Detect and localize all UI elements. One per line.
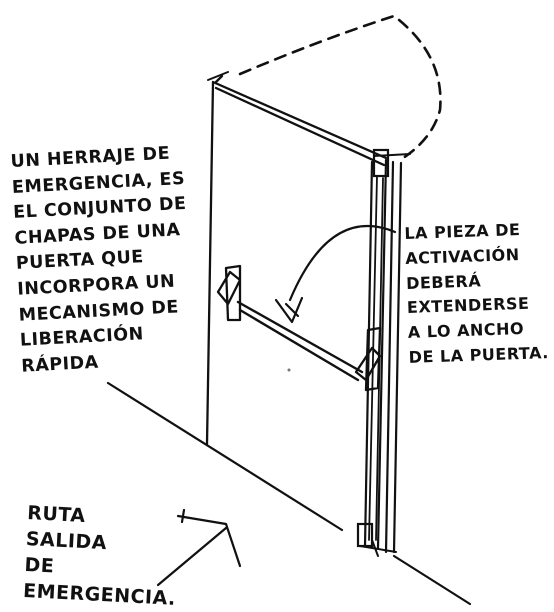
door-leaf (205, 74, 388, 446)
door-swing-arc (238, 14, 442, 162)
note-exit-route: RUTA SALIDA DE EMERGENCIA. (23, 500, 181, 612)
door-mark (287, 368, 291, 372)
note-activation-piece: LA PIEZA DE ACTIVACIÓN DEBERÁ EXTENDERSE… (404, 217, 549, 371)
floor-line-front (106, 381, 344, 532)
note-emergency-hardware: UN HERRAJE DE EMERGENCIA, ES EL CONJUNTO… (10, 141, 195, 380)
note-line: EXTENDERSE (406, 294, 530, 318)
push-bar (236, 300, 364, 382)
callout-arrowhead (274, 296, 304, 324)
hinge-bottom (356, 522, 374, 548)
panic-bar-left-housing (216, 264, 242, 322)
callout-arrow-curve (288, 224, 397, 302)
panic-bar-right-housing (354, 326, 382, 392)
door-frame-jamb (363, 158, 403, 554)
hinge-top (372, 148, 390, 178)
exit-route-arrow (156, 508, 242, 587)
door-top-tick (207, 71, 411, 157)
floor-line-back (392, 554, 472, 606)
note-line: DE LA PUERTA. (408, 343, 550, 367)
